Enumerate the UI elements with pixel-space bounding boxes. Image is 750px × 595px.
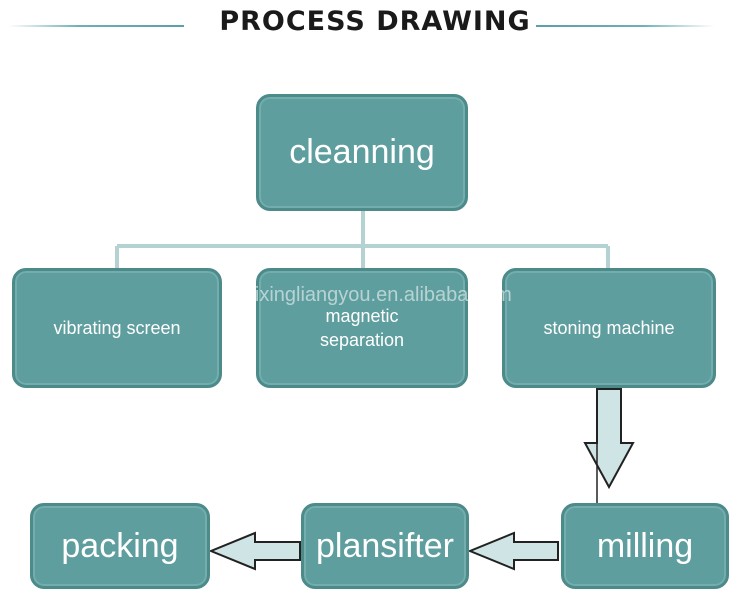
tree-connector (115, 209, 610, 272)
down-arrow (583, 388, 635, 490)
node-vibrating-screen-label: vibrating screen (53, 318, 181, 338)
node-plansifter: plansifter (301, 503, 469, 589)
node-stoning-machine: stoning machine (502, 268, 716, 388)
node-cleaning-label: cleanning (289, 133, 435, 171)
node-packing: packing (30, 503, 210, 589)
node-magnetic-separation-label: magnetic separation (319, 306, 405, 350)
node-vibrating-screen: vibrating screen (12, 268, 222, 388)
node-packing-label: packing (61, 526, 179, 565)
left-arrow-milling-plansifter (467, 531, 559, 571)
title-rule-right (536, 25, 714, 27)
node-plansifter-label: plansifter (316, 526, 454, 565)
title-rule-left (8, 25, 184, 27)
page-title: PROCESS DRAWING (219, 6, 531, 37)
node-cleaning: cleanning (256, 94, 468, 211)
left-arrow-plansifter-packing (208, 531, 301, 571)
node-magnetic-separation: magnetic separation (256, 268, 468, 388)
node-stoning-machine-label: stoning machine (543, 318, 675, 338)
node-milling-label: milling (596, 526, 694, 565)
node-milling: milling (561, 503, 729, 589)
